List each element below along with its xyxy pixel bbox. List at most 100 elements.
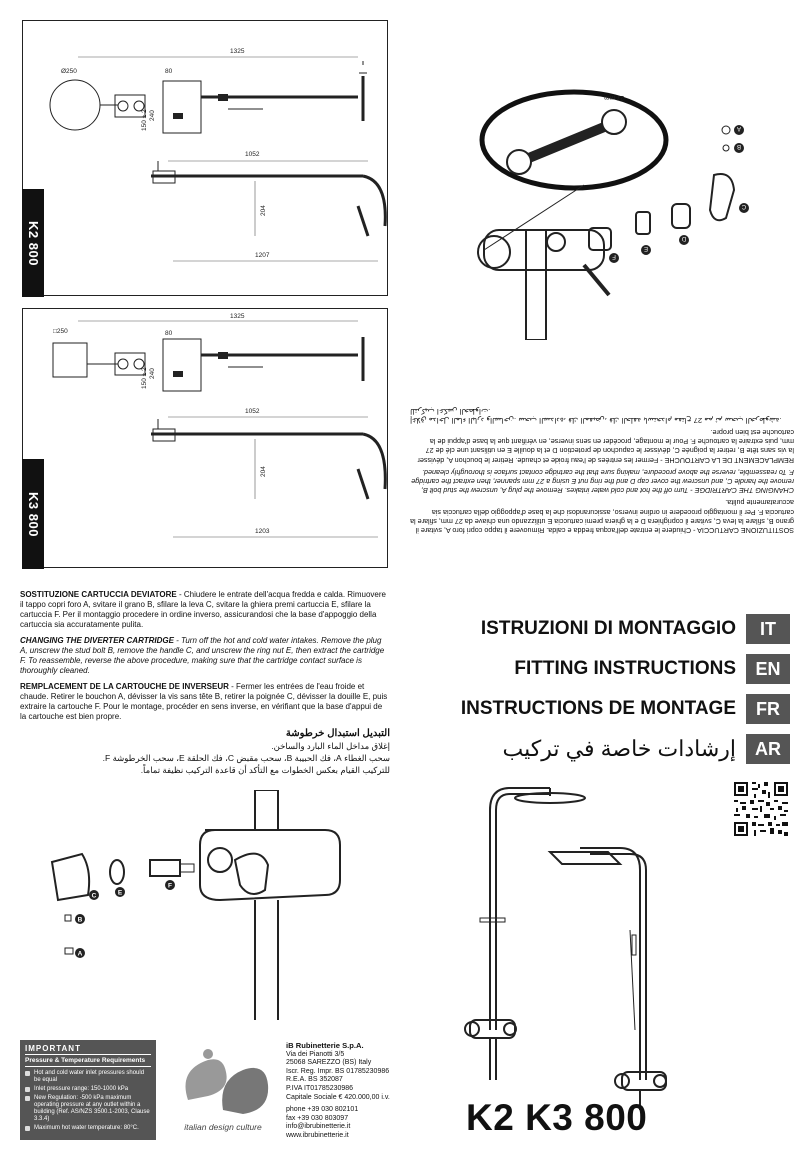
- label-pin-A: A: [734, 125, 744, 135]
- language-row-en: FITTING INSTRUCTIONS EN: [410, 654, 790, 684]
- label-pin-D: D: [679, 235, 689, 245]
- instructions-it: SOSTITUZIONE CARTUCCIA DEVIATORE - Chiud…: [20, 590, 390, 630]
- k3-dim-width: 1325: [230, 313, 245, 320]
- diverter-instructions: SOSTITUZIONE CARTUCCIA DEVIATORE - Chiud…: [20, 590, 390, 776]
- svg-text:B: B: [78, 917, 83, 924]
- svg-text:B: B: [737, 143, 741, 149]
- instructions-en-body: - Turn off the hot and cold water intake…: [20, 636, 385, 675]
- instructions-it-body: - Chiudere le entrate dell'acqua fredda …: [20, 590, 386, 629]
- exploded-view-cartridge: 27 mm A B C D E F: [464, 80, 784, 341]
- company-name: iB Rubinetterie S.p.A.: [286, 1041, 364, 1050]
- k3-side-tab: K3 800: [22, 459, 44, 569]
- k2-dim-height-a: 240: [149, 110, 156, 121]
- flipped-ar: إغلاق مداخل الماء البارد والساخن. سحب ال…: [410, 406, 782, 425]
- k3-dim-bottom: 1203: [255, 528, 270, 535]
- label-pin-E-bottom: E: [115, 887, 125, 897]
- instructions-ar: التبديل استبدال خرطوشة إغلاق مداخل الماء…: [20, 728, 390, 776]
- important-subtitle: Pressure & Temperature Requirements: [25, 1057, 151, 1067]
- company-email[interactable]: info@ibrubinetterie.it: [286, 1123, 351, 1131]
- logo-tagline: italian design culture: [184, 1122, 262, 1132]
- company-info: iB Rubinetterie S.p.A. Via dei Pianotti …: [286, 1041, 416, 1141]
- label-pin-B-bottom: B: [75, 914, 85, 924]
- svg-text:F: F: [612, 253, 616, 259]
- svg-text:F: F: [168, 883, 172, 890]
- svg-text:A: A: [78, 951, 83, 958]
- k2-dim-width: 1325: [230, 48, 245, 55]
- instructions-fr-title: REMPLACEMENT DE LA CARTOUCHE DE INVERSEU…: [20, 682, 229, 691]
- qr-code-icon[interactable]: [732, 780, 790, 838]
- company-line: 25068 SAREZZO (BS) Italy: [286, 1059, 372, 1067]
- svg-text:C: C: [92, 893, 97, 900]
- language-row-ar: إرشادات خاصة في تركيب AR: [410, 734, 790, 764]
- svg-text:C: C: [741, 203, 746, 209]
- k2-drawing-svg: 1325 80 Ø250 240 150 ± 2 1052 204 1207: [49, 48, 387, 262]
- language-title-fr: INSTRUCTIONS DE MONTAGE: [460, 698, 736, 719]
- k3-dim-height-a: 240: [149, 368, 156, 379]
- k2-dim-height-b: 150 ± 2: [141, 109, 148, 131]
- k3-dim-height-b: 150 ± 2: [141, 367, 148, 389]
- company-line: R.E.A. BS 352087: [286, 1076, 343, 1084]
- svg-text:A: A: [737, 125, 741, 131]
- label-pin-A-bottom: A: [75, 948, 85, 958]
- label-pin-F: F: [609, 253, 619, 263]
- flipped-instructions: SOSTITUZIONE CARTUCCIA - Chiudere le ent…: [410, 385, 794, 535]
- important-title: IMPORTANT: [25, 1044, 151, 1055]
- company-line: Iscr. Reg. Impr. BS 01785230986: [286, 1067, 390, 1075]
- instructions-ar-line2: سحب الغطاء A، فك الحبيبة B، سحب مقبض C، …: [102, 753, 390, 763]
- svg-text:D: D: [681, 235, 686, 241]
- instructions-en: CHANGING THE DIVERTER CARTRIDGE - Turn o…: [20, 636, 390, 676]
- label-pin-C: C: [739, 203, 749, 213]
- language-code-fr: FR: [746, 694, 790, 724]
- k2-side-tab: K2 800: [22, 189, 44, 297]
- instructions-ar-line1: إغلاق مداخل الماء البارد والساخن.: [271, 741, 390, 751]
- shower-columns-illustration: [450, 780, 730, 1110]
- important-item: Inlet pressure range: 150-1000 kPa: [25, 1086, 151, 1093]
- model-title: K2 K3 800: [466, 1097, 648, 1138]
- language-row-it: ISTRUZIONI DI MONTAGGIO IT: [410, 614, 790, 644]
- wrench-size-label: 27 mm: [604, 94, 624, 101]
- label-pin-B: B: [734, 143, 744, 153]
- k3-tab-label: K3 800: [25, 491, 41, 537]
- k2-shower-column: [464, 787, 586, 1080]
- company-line: Via dei Pianotti 3/5: [286, 1050, 345, 1058]
- company-fax: fax +39 030 803097: [286, 1114, 349, 1122]
- qr-code-svg: [732, 780, 790, 838]
- language-row-fr: INSTRUCTIONS DE MONTAGE FR: [410, 694, 790, 724]
- important-notice: IMPORTANT Pressure & Temperature Require…: [20, 1040, 156, 1140]
- instructions-fr: REMPLACEMENT DE LA CARTOUCHE DE INVERSEU…: [20, 682, 390, 722]
- flipped-en: CHANGING THE CARTRIDGE - Turn off the ho…: [411, 467, 794, 496]
- company-phone: phone +39 030 802101: [286, 1106, 359, 1114]
- instructions-en-title: CHANGING THE DIVERTER CARTRIDGE: [20, 636, 174, 645]
- important-item: Maximum hot water temperature: 80°C.: [25, 1125, 151, 1132]
- k3-dim-square: □250: [53, 328, 68, 335]
- k2-dim-diameter: Ø250: [61, 68, 77, 75]
- k2-dim-bottom: 1207: [255, 252, 270, 259]
- instructions-fr-body: - Fermer les entrées de l'eau froide et …: [20, 682, 388, 721]
- instructions-ar-line3: للتركيب القيام بعكس الخطوات مع التأكد أن…: [140, 765, 390, 775]
- flipped-fr: REMPLACEMENT DE LA CARTOUCHE - Fermer le…: [417, 427, 794, 465]
- language-title-it: ISTRUZIONI DI MONTAGGIO: [480, 618, 736, 639]
- company-website[interactable]: www.ibrubinetterie.it: [286, 1131, 349, 1139]
- flipped-it: SOSTITUZIONE CARTUCCIA - Chiudere le ent…: [410, 498, 794, 535]
- exploded-view-cartridge-svg: 27 mm A B C D E F: [477, 89, 749, 341]
- k3-shower-column: [547, 847, 667, 1110]
- important-item: Hot and cold water inlet pressures shoul…: [25, 1070, 151, 1084]
- company-line: Capitale Sociale € 420.000,00 i.v.: [286, 1093, 390, 1101]
- language-title-en: FITTING INSTRUCTIONS: [514, 658, 736, 679]
- k2-technical-drawing: 1325 80 Ø250 240 150 ± 2 1052 204 1207 K…: [22, 20, 388, 297]
- brand-logo-mark: [185, 1049, 269, 1114]
- k3-dim-drop: 204: [260, 466, 267, 477]
- k2-dim-arm: 1052: [245, 151, 260, 158]
- important-list: Hot and cold water inlet pressures shoul…: [25, 1070, 151, 1132]
- language-code-ar: AR: [746, 734, 790, 764]
- label-pin-F-bottom: F: [165, 880, 175, 890]
- label-pin-E: E: [641, 245, 651, 255]
- k3-dim-short: 80: [165, 330, 173, 337]
- instructions-ar-title: التبديل استبدال خرطوشة: [285, 728, 390, 739]
- language-code-it: IT: [746, 614, 790, 644]
- company-line: P.IVA IT01785230986: [286, 1084, 354, 1092]
- svg-text:E: E: [644, 245, 648, 251]
- shower-columns-svg: [464, 787, 667, 1110]
- exploded-view-diverter-svg: A B C E F: [50, 789, 341, 1020]
- k2-tab-label: K2 800: [25, 220, 41, 266]
